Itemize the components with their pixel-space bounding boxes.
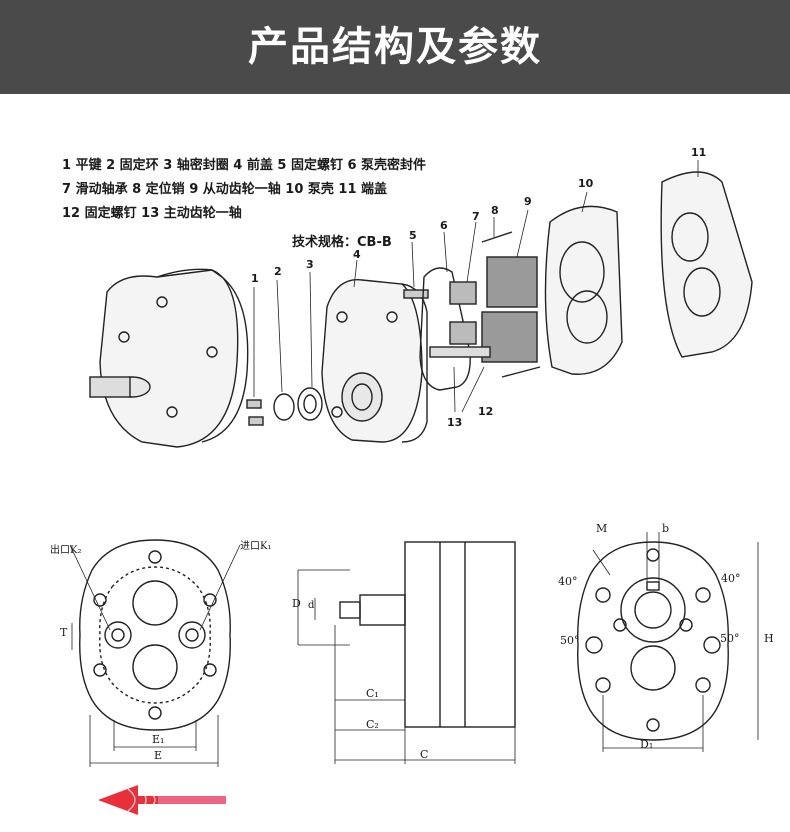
legend-row-2: 7 滑动轴承 8 定位销 9 从动齿轮一轴 10 泵壳 11 端盖 xyxy=(62,182,388,197)
side-view-drawing xyxy=(297,541,516,764)
callout-4: 4 xyxy=(353,248,361,261)
dim-c: C xyxy=(420,748,429,761)
dim-d-big: D xyxy=(292,597,301,610)
dim-h: H xyxy=(764,632,774,645)
inlet-label: 进口K₁ xyxy=(240,541,272,552)
dim-e1: E₁ xyxy=(152,733,165,746)
dim-d1: D₁ xyxy=(640,738,654,751)
left-arrow-icon xyxy=(98,785,226,815)
callout-9: 9 xyxy=(524,195,532,208)
callout-1: 1 xyxy=(251,272,259,285)
angle-top-left: 40° xyxy=(558,575,578,588)
callout-13: 13 xyxy=(447,416,463,429)
dim-e: E xyxy=(154,749,163,762)
dim-d-small: d xyxy=(308,600,315,611)
dim-m: M xyxy=(596,522,608,535)
callout-7: 7 xyxy=(472,210,480,223)
angle-top-right: 40° xyxy=(721,572,741,585)
callout-3: 3 xyxy=(306,258,314,271)
callout-11: 11 xyxy=(691,146,707,159)
callout-6: 6 xyxy=(440,219,448,232)
dim-c2: C₂ xyxy=(366,718,379,731)
dim-c1: C₁ xyxy=(366,687,379,700)
callout-12: 12 xyxy=(478,405,494,418)
dim-b: b xyxy=(662,522,670,535)
page-title: 产品结构及参数 xyxy=(248,24,542,70)
legend-row-3: 12 固定螺钉 13 主动齿轮一轴 xyxy=(62,206,242,221)
spec-label: 技术规格：CB-B xyxy=(292,235,392,250)
callout-2: 2 xyxy=(274,265,282,278)
angle-bottom-left: 50° xyxy=(560,634,580,647)
front-view-drawing xyxy=(69,539,241,767)
title-banner xyxy=(0,0,790,94)
callout-5: 5 xyxy=(409,229,417,242)
dim-t: T xyxy=(60,626,68,639)
angle-bottom-right: 50° xyxy=(720,632,740,645)
outlet-label: 出口K₂ xyxy=(50,545,82,556)
legend-row-1: 1 平键 2 固定环 3 轴密封圈 4 前盖 5 固定螺钉 6 泵壳密封件 xyxy=(62,158,427,173)
exploded-view-drawing xyxy=(89,160,753,448)
callout-10: 10 xyxy=(578,177,594,190)
rear-view-drawing xyxy=(577,532,759,752)
callout-8: 8 xyxy=(491,204,499,217)
